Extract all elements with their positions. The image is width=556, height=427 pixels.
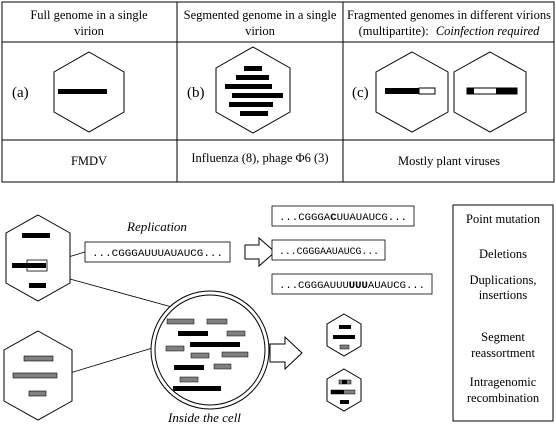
- genome-segment-gray: [206, 318, 228, 325]
- mechanism-deletions: Deletions: [479, 247, 527, 261]
- mutant-sequence-deletion: ...CGGGAAUAUCG...: [279, 246, 379, 258]
- original-sequence-box: [84, 241, 231, 263]
- replication-label: Replication: [126, 219, 187, 234]
- header-segmented-genome: Segmented genome in a single: [184, 8, 337, 22]
- mechanism-segment: Segment: [481, 330, 525, 344]
- mechanism-recombination: recombination: [467, 391, 540, 405]
- host-cell-inner: [154, 294, 266, 406]
- genome-segment-gray: [339, 344, 350, 350]
- example-fmdv: FMDV: [71, 154, 107, 168]
- mechanism-intragenomic: Intragenomic: [470, 375, 537, 389]
- genome-segment: [12, 263, 46, 268]
- genome-segment: [340, 400, 349, 404]
- genome-segment: [333, 335, 355, 339]
- genome-evolution-diagram: Replication ...CGGGAUUUAUAUCG... ...CGGG…: [3, 204, 554, 425]
- genome-segment-full: [58, 89, 107, 94]
- replication-arrow: [244, 236, 276, 268]
- genome-segments-segmented: [225, 66, 283, 116]
- mechanisms-box: [452, 204, 554, 422]
- genome-segment-gray: [221, 351, 249, 358]
- genome-segment: [190, 342, 240, 347]
- mutant-sequence-insertion: ...CGGGAUUUUUUAUAUCG...: [279, 280, 425, 292]
- genome-fragment-filled: [385, 88, 419, 94]
- header-multipartite-line2: (multipartite): Coinfection required: [359, 24, 541, 38]
- mechanism-duplications: Duplications,: [469, 273, 536, 287]
- mixed-genome-segments: [165, 318, 249, 391]
- mechanism-reassortment: reassortment: [471, 346, 535, 360]
- point-mutation-base: C: [330, 212, 337, 224]
- mutant-sequence-box-point: [271, 205, 415, 227]
- mutant-sequence-point: ...CGGGACUUAUAUCG...: [279, 212, 407, 224]
- mechanism-point-mutation: Point mutation: [466, 212, 541, 226]
- genome-segment-gray: [12, 372, 58, 379]
- genome-segment: [244, 66, 262, 71]
- header-full-genome: Full genome in a single: [30, 8, 148, 22]
- genome-segment: [229, 102, 273, 107]
- genome-segment: [331, 390, 344, 394]
- sequence-part: ...CGGGAAUAUCG...: [279, 246, 379, 258]
- inserted-bases: UUU: [349, 280, 368, 292]
- genome-segment: [174, 365, 204, 370]
- virion-hexagon-source-1: [5, 214, 71, 302]
- panel-label-c: (c): [352, 85, 369, 101]
- genome-segment-gray: [226, 330, 246, 337]
- sequence-part: ...CGGGA: [279, 212, 331, 224]
- reassortment-arrow: [269, 335, 303, 371]
- example-plant-viruses: Mostly plant viruses: [398, 154, 500, 168]
- original-sequence: ...CGGGAUUUAUAUCG...: [92, 248, 223, 260]
- panel-label-a: (a): [12, 85, 29, 101]
- example-influenza-phage: Influenza (8), phage Φ6 (3): [191, 151, 328, 165]
- genome-segment-gray: [166, 318, 195, 325]
- header-full-genome-line2: virion: [74, 24, 105, 38]
- zoom-box: [26, 259, 48, 272]
- genome-segment: [225, 84, 272, 89]
- genome-fragment-filled: [496, 88, 517, 94]
- genome-segment: [342, 380, 347, 384]
- sequence-part: AUAUCG...: [368, 280, 425, 292]
- genome-architecture-table: Full genome in a single virion Segmented…: [1, 1, 555, 183]
- genome-segment-gray: [28, 390, 47, 397]
- genome-segment: [236, 75, 269, 80]
- genome-segment: [232, 93, 283, 98]
- genome-segment: [22, 233, 50, 238]
- sequence-part: ...CGGGAUUU: [279, 280, 349, 292]
- sequence-part: UUAUAUCG...: [337, 212, 407, 224]
- header-segmented-genome-line2: virion: [245, 24, 276, 38]
- genome-segment: [178, 331, 208, 336]
- genome-segment-gray: [190, 352, 210, 359]
- mutant-sequence-box-insertion: [271, 273, 433, 295]
- virion-hexagon-segmented: [215, 46, 291, 134]
- header-multipartite: Fragmented genomes in different virions: [347, 8, 551, 22]
- genome-segment-gray: [179, 376, 199, 383]
- mechanism-insertions: insertions: [479, 288, 528, 302]
- genome-segment: [240, 111, 268, 116]
- genome-segment: [339, 325, 351, 329]
- table-border: [1, 1, 555, 183]
- header-coinfection-required: Coinfection required: [436, 24, 540, 38]
- genome-segment-gray: [165, 345, 185, 352]
- genome-segment-gray: [213, 363, 232, 370]
- connector-line: [69, 345, 160, 374]
- genome-segment-gray: [23, 355, 54, 362]
- panel-label-b: (b): [187, 85, 205, 101]
- header-multipartite-paren: (multipartite):: [359, 24, 429, 38]
- genome-fragment-filled: [467, 88, 474, 94]
- mutant-sequence-box-deletion: [271, 239, 386, 261]
- inside-cell-label: Inside the cell: [167, 410, 241, 425]
- genome-fragment-empty: [418, 87, 436, 95]
- genome-segment: [173, 386, 221, 391]
- genome-segment: [29, 283, 46, 288]
